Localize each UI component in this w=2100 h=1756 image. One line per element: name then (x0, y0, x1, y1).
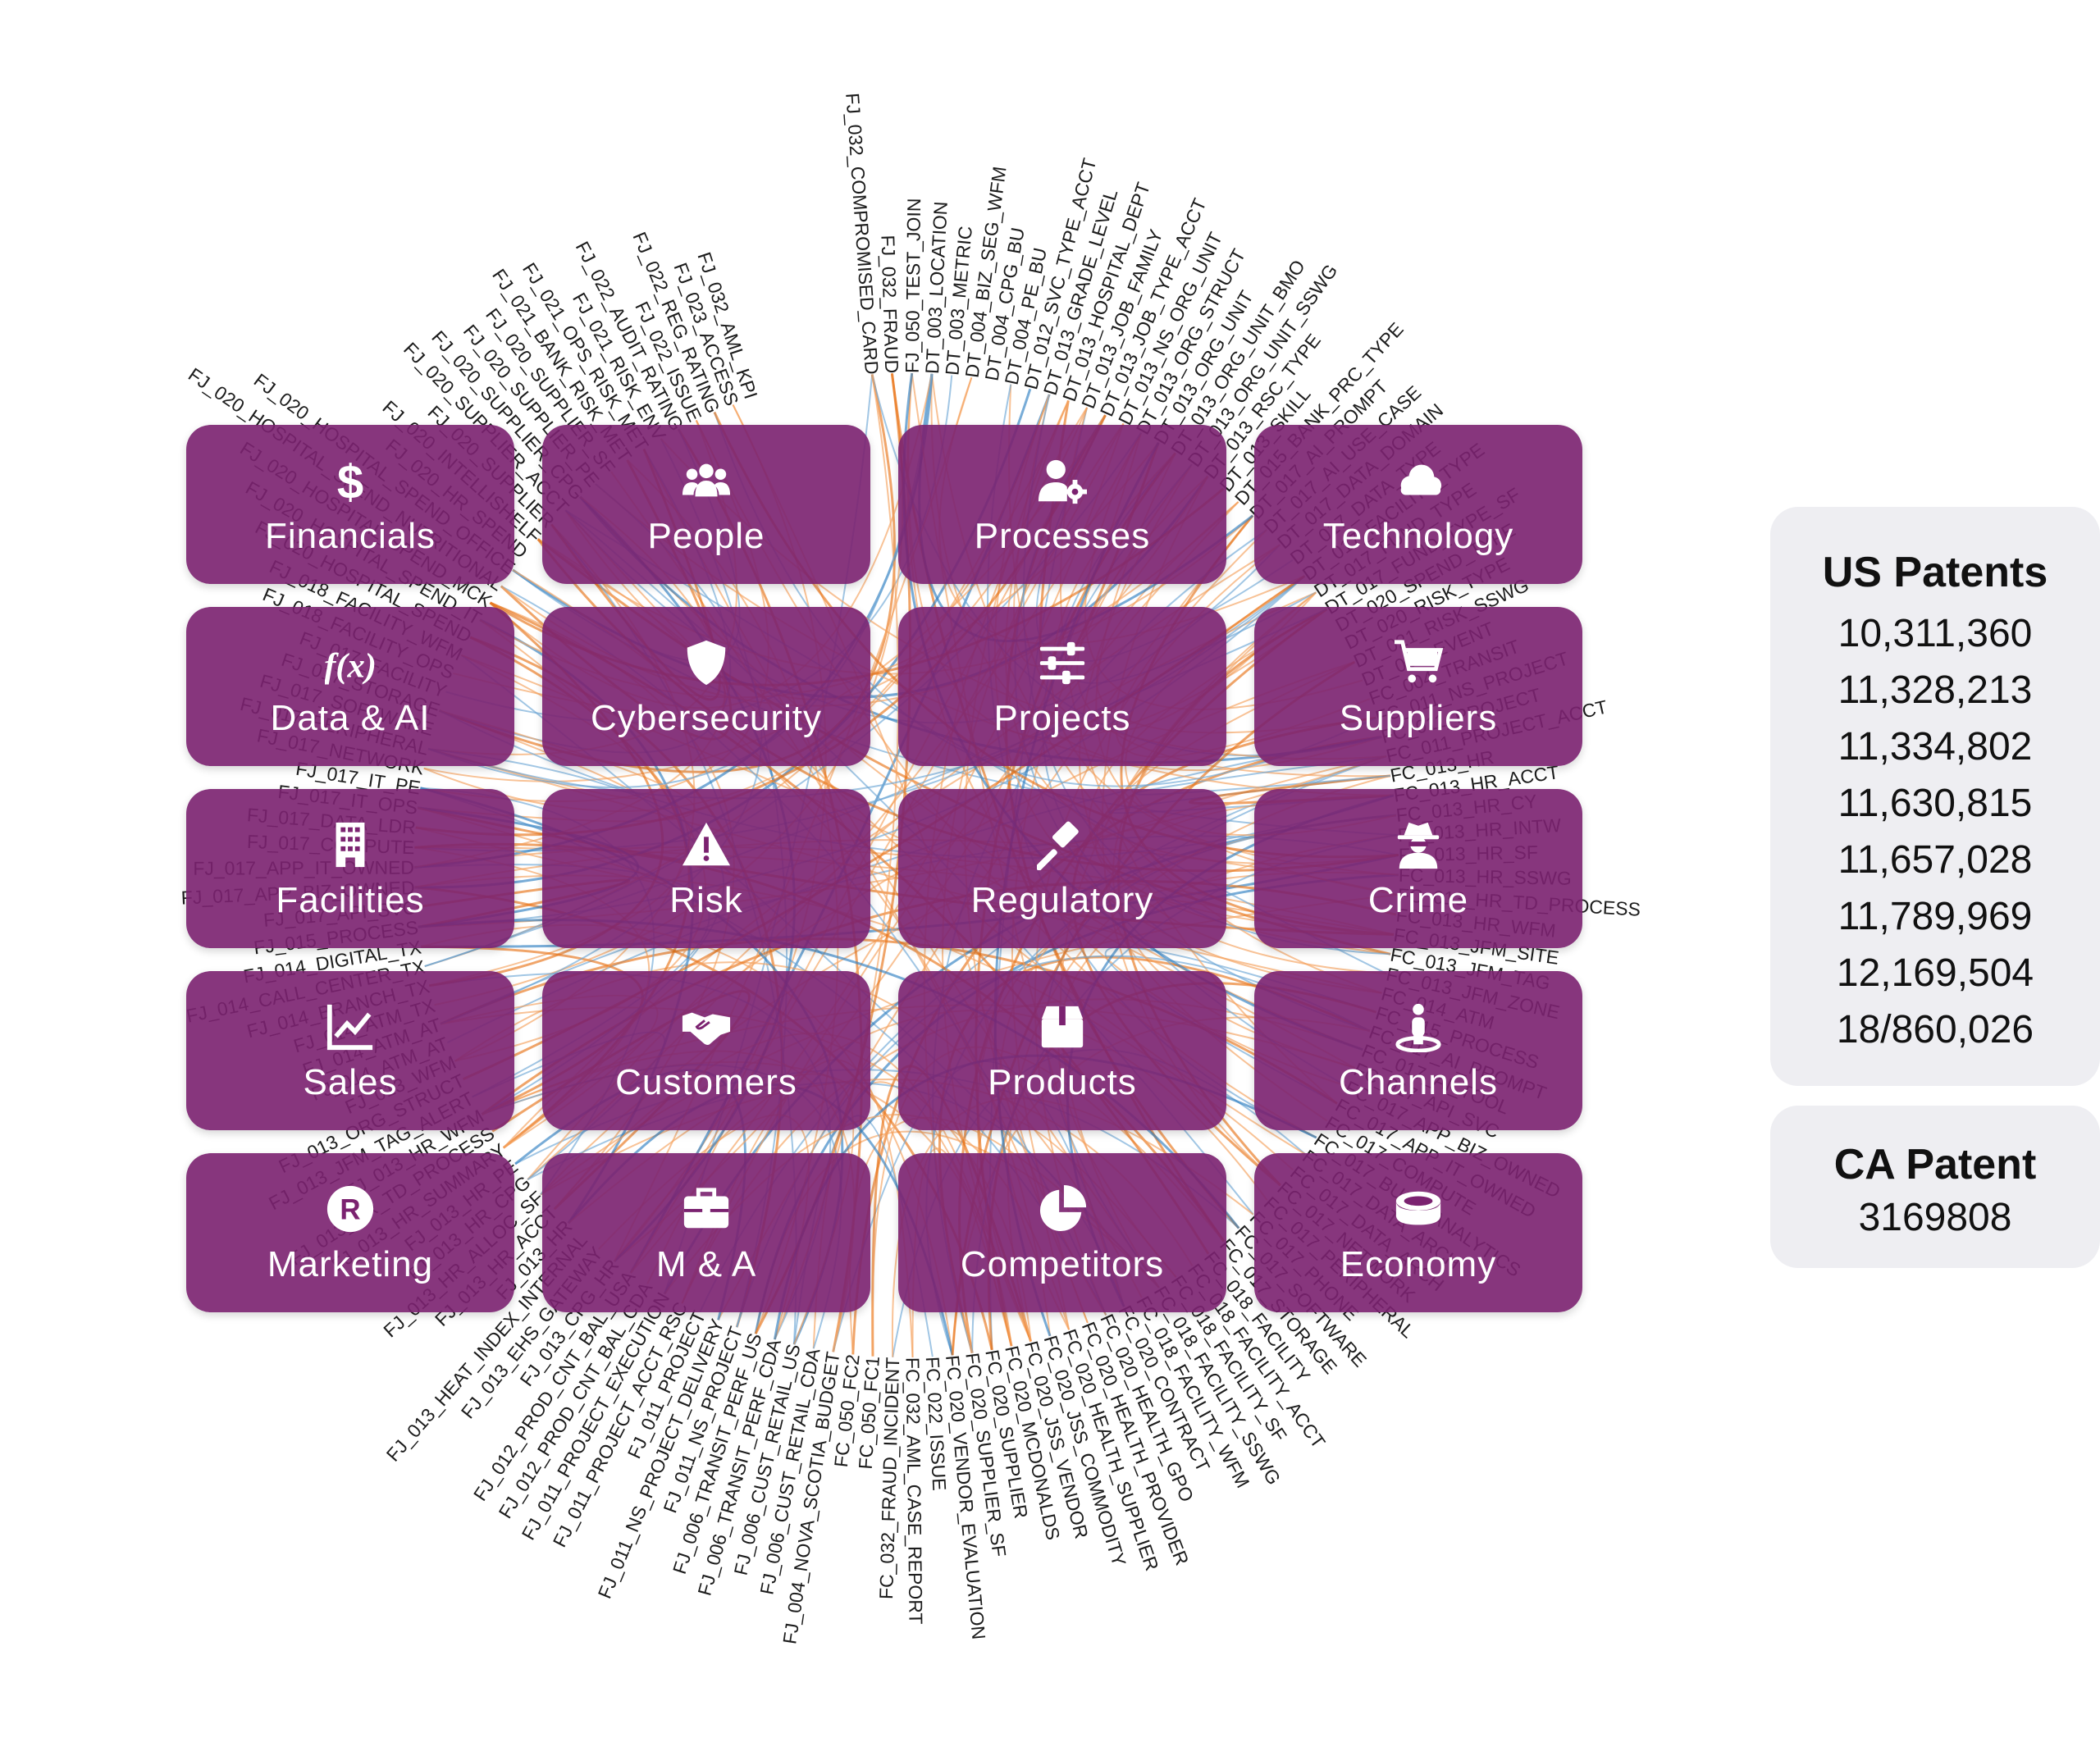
coins-icon (1390, 1180, 1447, 1238)
tile-cybersecurity[interactable]: Cybersecurity (542, 607, 870, 766)
patent-number: 11,328,213 (1838, 668, 2033, 712)
radial-label: FJ_032_FRAUD (877, 235, 902, 373)
tile-m-and-a[interactable]: M & A (542, 1153, 870, 1312)
tile-label: Projects (993, 698, 1131, 738)
tile-label: Sales (303, 1062, 398, 1102)
users-icon (678, 452, 735, 509)
tile-label: Financials (264, 516, 436, 556)
tile-economy[interactable]: Economy (1254, 1153, 1582, 1312)
tile-technology[interactable]: Technology (1254, 425, 1582, 584)
shield-icon (678, 634, 735, 691)
patent-number: 12,169,504 (1836, 951, 2034, 995)
dollar-icon: $ (322, 452, 379, 509)
ca-patent-title: CA Patent (1833, 1141, 2037, 1188)
building-icon (322, 816, 379, 873)
line-chart-icon (322, 998, 379, 1056)
gavel-icon (1034, 816, 1091, 873)
tile-marketing[interactable]: R Marketing (186, 1153, 514, 1312)
cloud-icon (1390, 452, 1447, 509)
cart-icon (1390, 634, 1447, 691)
us-patents-card: US Patents 10,311,360 11,328,213 11,334,… (1770, 507, 2100, 1086)
patent-number: 11,334,802 (1838, 725, 2033, 769)
tile-label: Facilities (276, 880, 425, 920)
radial-label: FJ_050_TEST_JOIN (902, 198, 924, 373)
tile-label: Suppliers (1339, 698, 1498, 738)
tile-label: Customers (615, 1062, 797, 1102)
tile-label: Marketing (267, 1244, 434, 1284)
radial-label: FC_032_AML_CASE_REPORT (902, 1357, 926, 1625)
tile-customers[interactable]: Customers (542, 971, 870, 1130)
tile-label: Channels (1339, 1062, 1498, 1102)
tile-competitors[interactable]: Competitors (898, 1153, 1226, 1312)
tile-label: Competitors (960, 1244, 1165, 1284)
tile-products[interactable]: Products (898, 971, 1226, 1130)
user-gear-icon (1034, 452, 1091, 509)
tile-label: Regulatory (970, 880, 1154, 920)
tile-label: Processes (974, 516, 1151, 556)
pie-chart-icon (1034, 1180, 1091, 1238)
tile-crime[interactable]: Crime (1254, 789, 1582, 948)
patent-number: 11,630,815 (1838, 782, 2033, 825)
radial-label: FJ_032_COMPROMISED_CARD (842, 93, 883, 376)
briefcase-icon (678, 1180, 735, 1238)
patent-number: 11,789,969 (1838, 895, 2033, 938)
tile-label: Cybersecurity (591, 698, 822, 738)
person-location-icon (1390, 998, 1447, 1056)
tile-facilities[interactable]: Facilities (186, 789, 514, 948)
tile-label: Data & AI (270, 698, 431, 738)
tile-processes[interactable]: Processes (898, 425, 1226, 584)
tile-label: Risk (669, 880, 743, 920)
tile-channels[interactable]: Channels (1254, 971, 1582, 1130)
tile-suppliers[interactable]: Suppliers (1254, 607, 1582, 766)
tile-regulatory[interactable]: Regulatory (898, 789, 1226, 948)
box-icon (1034, 998, 1091, 1056)
svg-text:f(x): f(x) (325, 646, 376, 685)
tile-label: Technology (1322, 516, 1514, 556)
registered-icon: R (322, 1180, 379, 1238)
tile-label: People (647, 516, 765, 556)
patent-number: 10,311,360 (1838, 612, 2033, 655)
tile-financials[interactable]: $ Financials (186, 425, 514, 584)
tile-risk[interactable]: Risk (542, 789, 870, 948)
sliders-icon (1034, 634, 1091, 691)
spy-icon (1390, 816, 1447, 873)
tile-projects[interactable]: Projects (898, 607, 1226, 766)
svg-text:R: R (340, 1194, 360, 1226)
patent-number: 18/860,026 (1836, 1008, 2034, 1051)
patent-number: 11,657,028 (1838, 838, 2033, 882)
warning-icon (678, 816, 735, 873)
domain-tile-grid: $ Financials People Processes Technology… (186, 425, 1582, 1312)
tile-data-ai[interactable]: f(x) Data & AI (186, 607, 514, 766)
svg-text:$: $ (337, 455, 363, 506)
tile-label: Products (988, 1062, 1137, 1102)
ca-patent-number: 3169808 (1858, 1196, 2012, 1239)
us-patents-title: US Patents (1822, 549, 2048, 596)
function-icon: f(x) (322, 634, 379, 691)
tile-sales[interactable]: Sales (186, 971, 514, 1130)
tile-label: Economy (1340, 1244, 1497, 1284)
handshake-icon (678, 998, 735, 1056)
tile-label: Crime (1367, 880, 1469, 920)
ca-patent-card: CA Patent 3169808 (1770, 1106, 2100, 1268)
tile-people[interactable]: People (542, 425, 870, 584)
tile-label: M & A (655, 1244, 757, 1284)
